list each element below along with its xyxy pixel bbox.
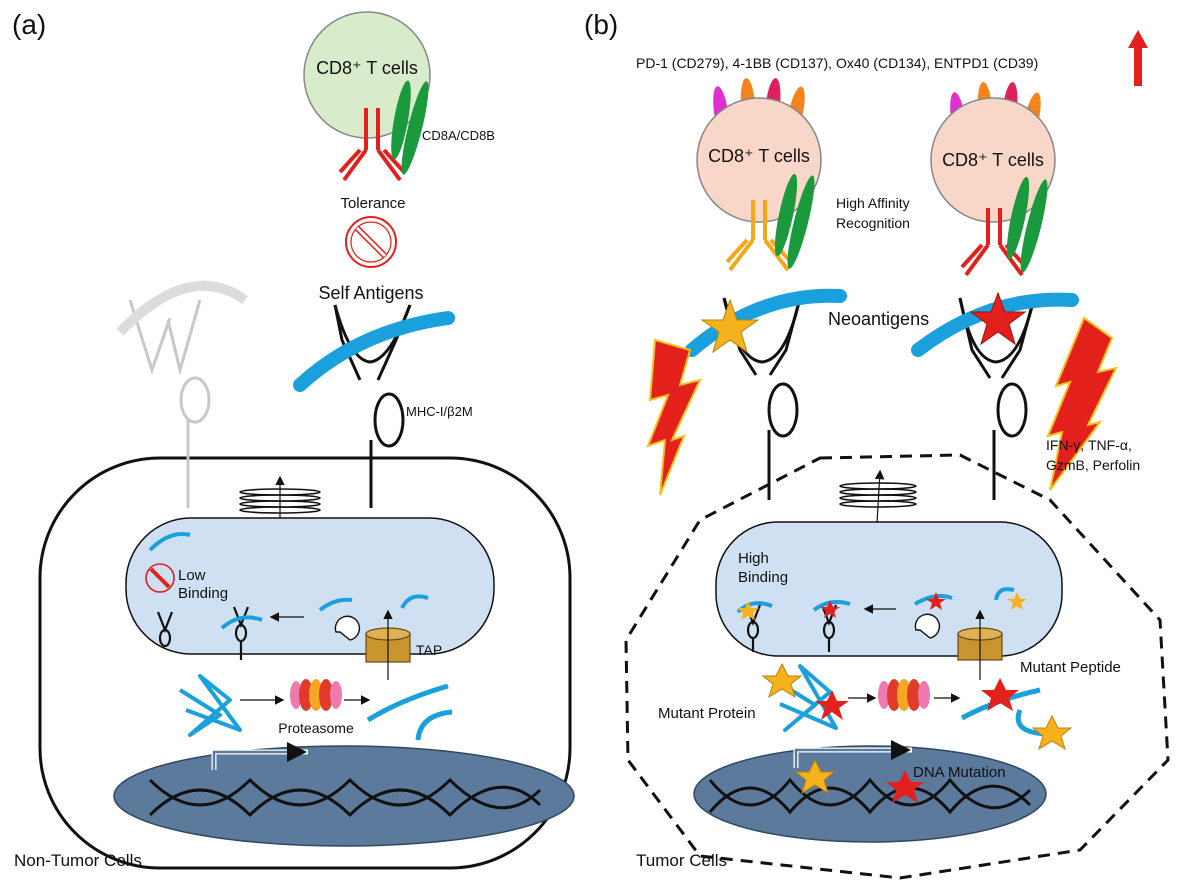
- nucleus-a: [113, 745, 575, 847]
- mutation-star-protein-gold: [761, 662, 803, 699]
- mutation-star-gold-b1: [700, 298, 760, 354]
- activation-markers-label: PD-1 (CD279), 4-1BB (CD137), Ox40 (CD134…: [636, 55, 1038, 71]
- nucleus-b: [693, 745, 1047, 843]
- star-er-b3: [926, 592, 946, 610]
- no-recognition-icon: [345, 216, 397, 268]
- recognition-label: Recognition: [836, 215, 910, 231]
- cytokines-line2: GzmB, Perfolin: [1046, 457, 1140, 473]
- er-b: [715, 521, 1063, 657]
- low-label: Low: [178, 567, 206, 584]
- dna-mutation-star-gold: [794, 758, 836, 795]
- tap-label-a: TAP: [416, 642, 442, 658]
- binding-label-b: Binding: [738, 569, 788, 586]
- neoantigens-label: Neoantigens: [828, 309, 929, 329]
- peptide-er-a1: [148, 532, 191, 552]
- mutant-protein: [773, 664, 838, 732]
- panel-a: (a) CD8⁺ T cells CD8A/CD8B Tolerance: [12, 9, 575, 870]
- binding-label-a: Binding: [178, 585, 228, 602]
- mhc-in-er-a1: [156, 611, 174, 648]
- tcr-red-a: [338, 108, 406, 182]
- peptide-on-mhc-a: [220, 615, 263, 630]
- self-antigens-label: Self Antigens: [318, 283, 423, 303]
- mutation-star-red-b2: [969, 291, 1027, 346]
- panel-b-letter: (b): [584, 9, 618, 40]
- dna-mutation-star-red: [886, 770, 924, 803]
- transcription-arrow-a: [212, 742, 307, 770]
- star-er-b4: [1007, 592, 1027, 610]
- high-label: High: [738, 550, 769, 567]
- tumor-cell-membrane: [624, 453, 1170, 880]
- peptide-fragment-a1: [366, 683, 449, 723]
- panel-a-letter: (a): [12, 9, 46, 40]
- proteasome-label: Proteasome: [278, 720, 354, 736]
- tcell-b2-label: CD8⁺ T cells: [942, 150, 1044, 170]
- cd8-coreceptor-b2b: [1020, 179, 1048, 273]
- cd8-coreceptor-a2: [401, 81, 429, 175]
- low-binding-icon: [145, 563, 175, 593]
- lightning-bolt-left-icon: [646, 338, 702, 496]
- mutation-star-peptide-red: [981, 678, 1019, 711]
- dna-strand-a1: [148, 777, 542, 810]
- dna-strand-b1: [708, 777, 1032, 810]
- erap-enzyme-b: [914, 613, 941, 639]
- mutant-peptide-label: Mutant Peptide: [1020, 659, 1121, 676]
- er-a: [125, 517, 495, 655]
- dna-strand-a2: [148, 785, 542, 818]
- mhc-in-er-a2: [232, 606, 250, 660]
- tcell-b1-label: CD8⁺ T cells: [708, 146, 810, 166]
- protein-a: [178, 674, 242, 737]
- lightning-bolt-right-icon: [1046, 316, 1118, 491]
- mutation-star-protein-red: [815, 690, 849, 720]
- dna-mutation-label: DNA Mutation: [913, 764, 1006, 781]
- cd8-label: CD8A/CD8B: [422, 128, 495, 143]
- cytokines-line1: IFN-γ, TNF-α,: [1046, 437, 1132, 453]
- peptide-er-a2: [318, 597, 353, 612]
- star-er-b1: [737, 601, 759, 620]
- erap-enzyme-a: [334, 615, 361, 641]
- mhc-label: MHC-I/β2M: [406, 404, 473, 419]
- mhc-complex-a: [333, 304, 412, 508]
- non-tumor-caption: Non-Tumor Cells: [14, 851, 142, 870]
- peptide-er-a3: [400, 594, 429, 609]
- tolerance-label: Tolerance: [340, 195, 405, 212]
- proteasome-icon-b: [878, 679, 930, 711]
- upregulation-arrow-icon: [1128, 30, 1148, 86]
- non-tumor-cell-membrane: [38, 456, 572, 870]
- high-affinity-label: High Affinity: [836, 195, 910, 211]
- neoantigen-peptide-b1: [685, 288, 847, 357]
- star-er-b2: [820, 600, 840, 618]
- cd8-coreceptor-b2a: [1006, 176, 1030, 260]
- mutant-protein-label: Mutant Protein: [658, 705, 756, 722]
- faded-mhc-complex: [116, 280, 248, 508]
- self-peptide-a: [293, 311, 455, 392]
- cd8-coreceptor-b1a: [774, 173, 798, 257]
- mutation-star-peptide-gold: [1031, 714, 1073, 751]
- peptide-fragment-a2: [415, 709, 453, 741]
- proteasome-icon-a: [290, 679, 342, 711]
- transcription-arrow-b: [794, 740, 911, 768]
- dna-strand-b2: [708, 784, 1032, 815]
- mhc-complex-b2: [958, 297, 1036, 500]
- panel-b: (b) PD-1 (CD279), 4-1BB (CD137), Ox40 (C…: [584, 9, 1170, 880]
- cd8-coreceptor-a1: [391, 80, 411, 160]
- peptide-er-b2: [994, 587, 1015, 601]
- tumor-caption: Tumor Cells: [636, 851, 727, 870]
- cd8-coreceptor-b1b: [787, 175, 815, 269]
- tcell-a-label: CD8⁺ T cells: [316, 58, 418, 78]
